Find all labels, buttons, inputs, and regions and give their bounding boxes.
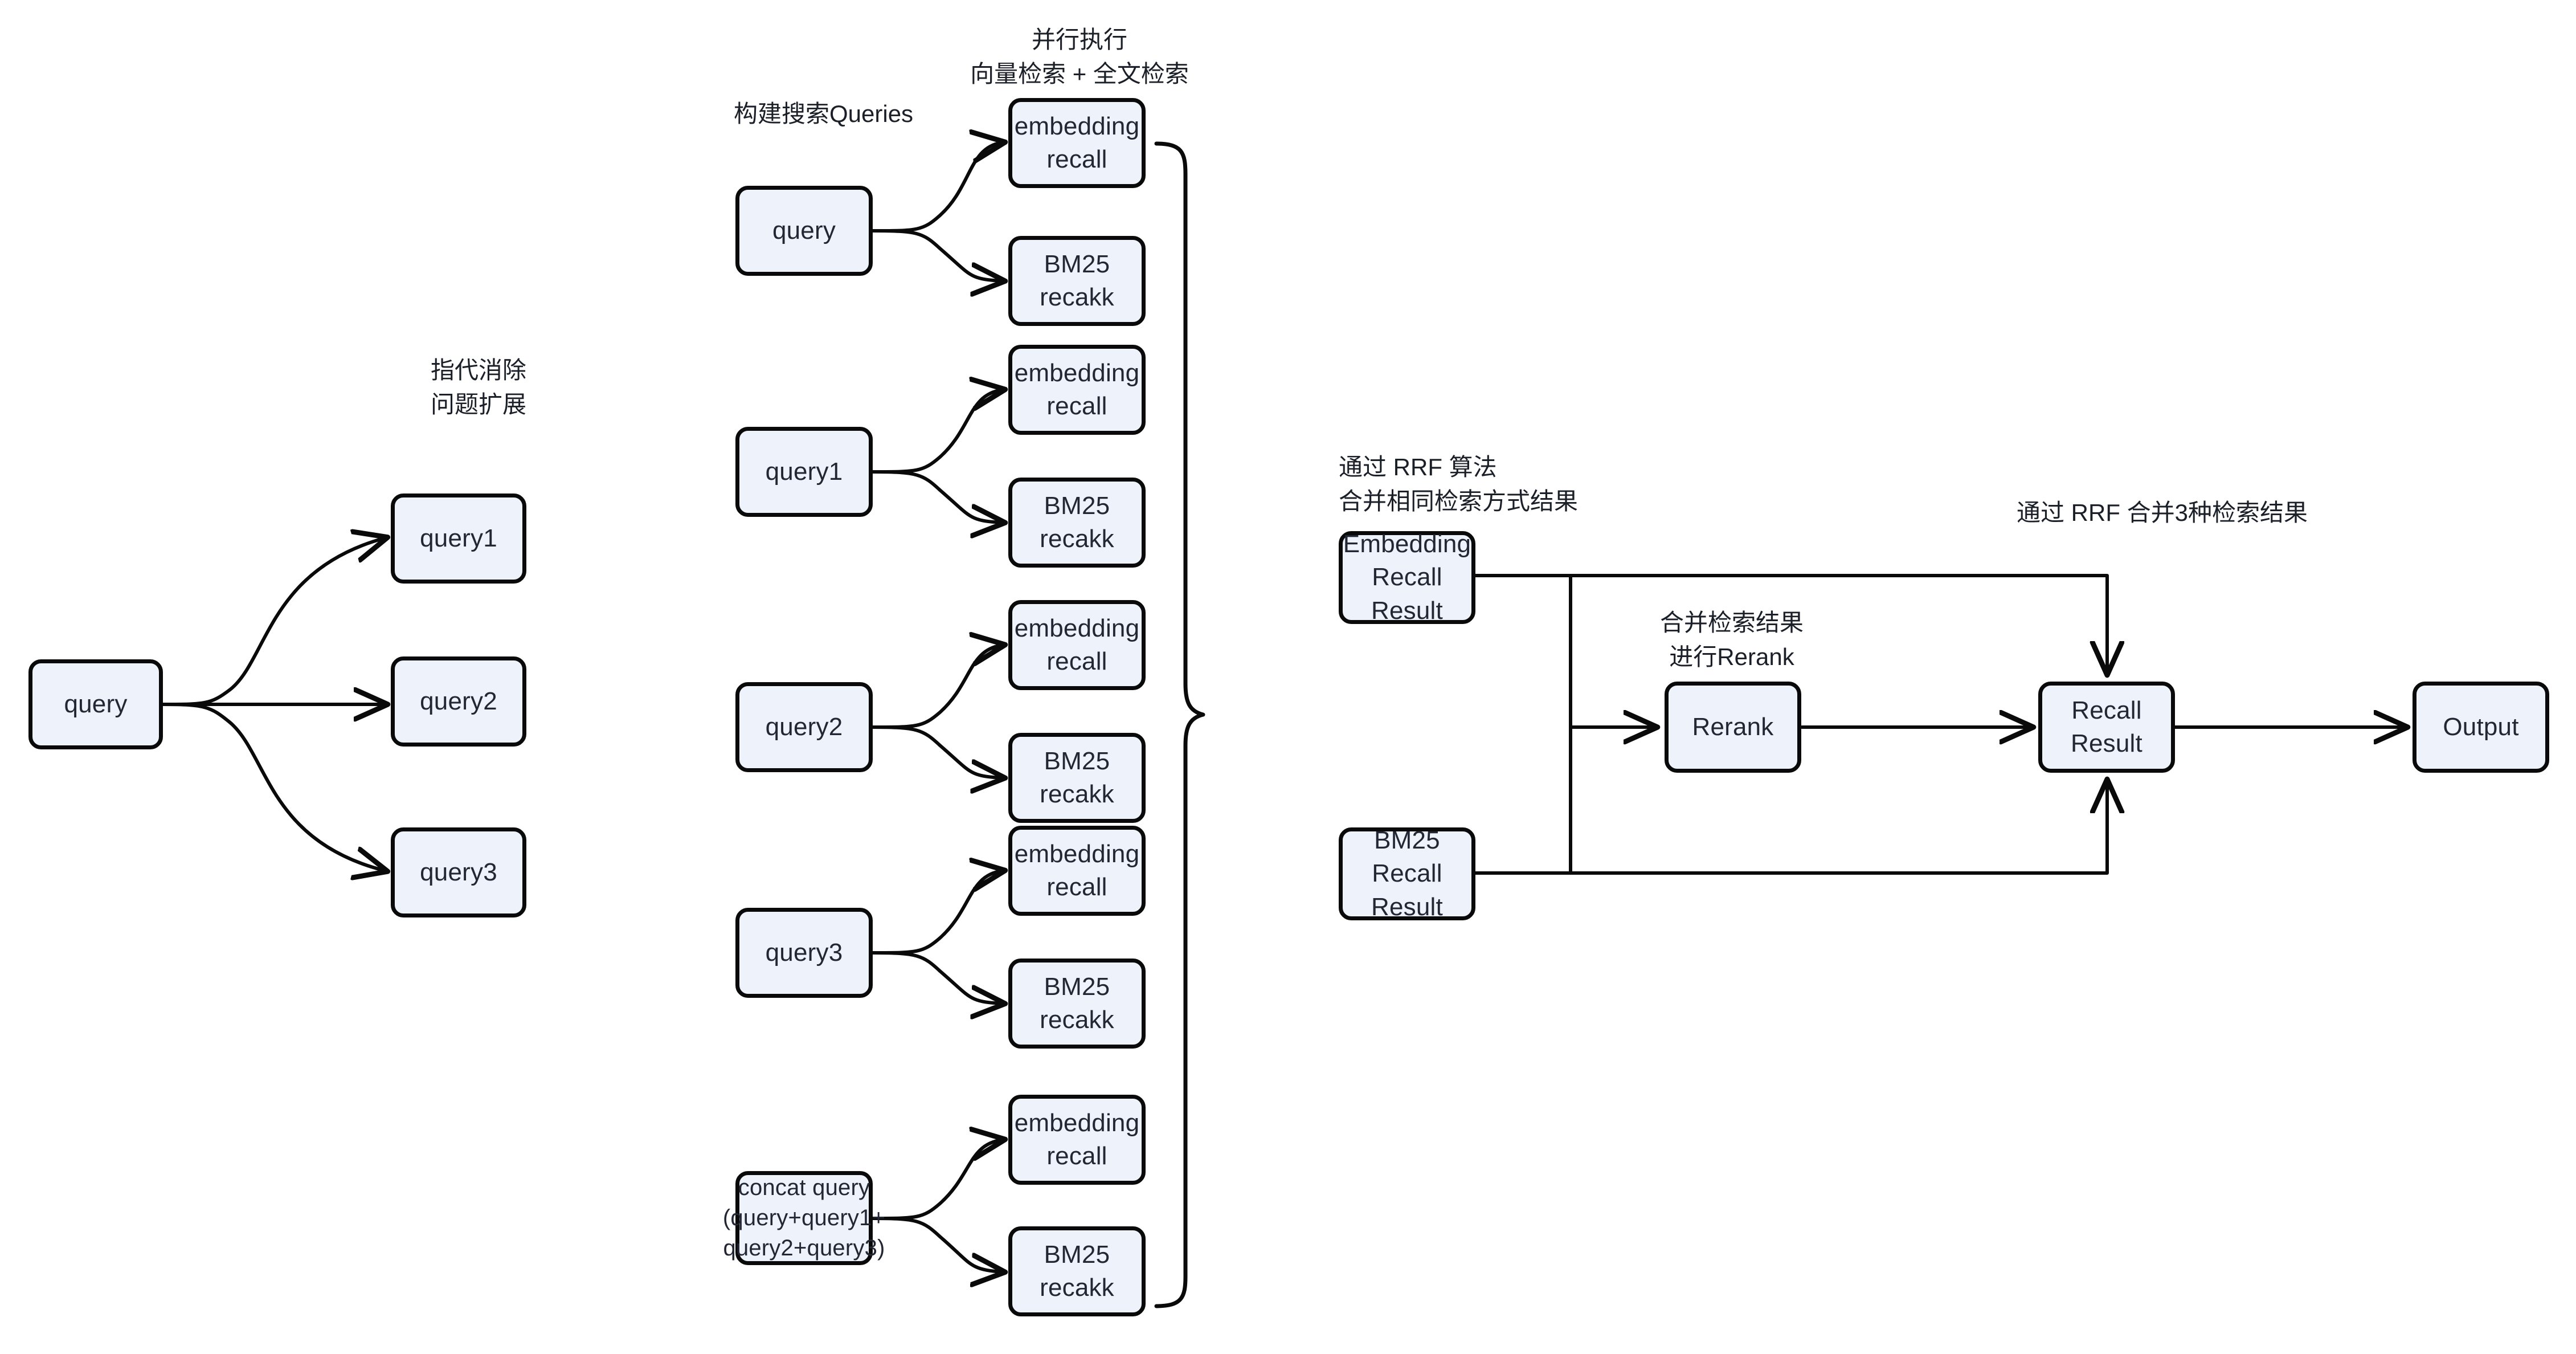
node-bm25-recall-4[interactable]: BM25 recakk [1008,959,1146,1049]
node-mid-query2[interactable]: query2 [735,682,873,772]
node-embedding-recall-5[interactable]: embedding recall [1008,1095,1146,1185]
node-mid-query1[interactable]: query1 [735,427,873,517]
node-embedding-recall-2[interactable]: embedding recall [1008,345,1146,435]
node-query1[interactable]: query1 [391,494,526,584]
node-embedding-recall-4[interactable]: embedding recall [1008,826,1146,916]
grouping-brace [1154,141,1205,1308]
node-bm25-recall-5[interactable]: BM25 recakk [1008,1226,1146,1316]
node-embedding-recall-result[interactable]: Embedding Recall Result [1339,530,1475,625]
node-bm25-recall-3[interactable]: BM25 recakk [1008,733,1146,823]
note-stage5: 合并检索结果 进行Rerank [1659,609,1804,670]
node-left-query[interactable]: query [28,659,163,749]
node-output[interactable]: Output [2413,682,2549,773]
node-embedding-recall-3[interactable]: embedding recall [1008,600,1146,690]
node-bm25-recall-result[interactable]: BM25 Recall Result [1339,826,1475,921]
node-recall-result[interactable]: Recall Result [2038,682,2175,773]
note-stage1: 指代消除 问题扩展 [430,357,526,418]
node-query2[interactable]: query2 [391,656,526,747]
node-concat-query[interactable]: concat query (query+query1+ query2+query… [723,1171,885,1265]
node-query3[interactable]: query3 [391,827,526,917]
node-bm25-recall-2[interactable]: BM25 recakk [1008,478,1146,568]
note-stage4: 通过 RRF 算法 合并相同检索方式结果 [1339,454,1579,515]
note-stage2: 构建搜索Queries [734,100,914,127]
node-rerank[interactable]: Rerank [1665,682,1801,773]
note-stage6: 通过 RRF 合并3种检索结果 [2017,499,2308,526]
node-mid-query[interactable]: query [735,186,873,276]
node-mid-query3[interactable]: query3 [735,908,873,998]
node-bm25-recall-1[interactable]: BM25 recakk [1008,236,1146,326]
node-embedding-recall-1[interactable]: embedding recall [1008,98,1146,188]
note-stage3: 并行执行 向量检索 + 全文检索 [970,26,1189,87]
